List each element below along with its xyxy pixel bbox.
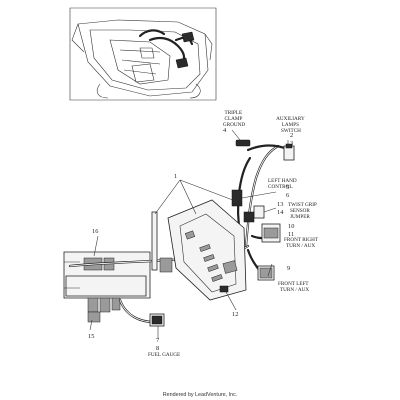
callout-16: 16 (92, 228, 98, 235)
callout-14: 14 (277, 209, 284, 216)
label-twist-grip: TWIST GRIP SENSOR JUMPER (288, 202, 318, 220)
callout-10: 10 (288, 223, 294, 230)
callout-15: 15 (88, 333, 94, 340)
callout-12: 12 (232, 311, 238, 318)
connectors (87, 139, 295, 327)
callout-6: 6 (286, 192, 289, 199)
callout-2: 2 (290, 132, 293, 139)
callout-5: 5 (286, 184, 289, 191)
callout-1: 1 (174, 173, 177, 180)
footer-credit: Rendered by LeadVenture, Inc. (163, 392, 238, 398)
part-labels: TRIPLE CLAMP GROUND AUXILIARY LAMPS SWIT… (148, 110, 319, 358)
callout-13: 13 (277, 201, 283, 208)
overview-inset (69, 7, 217, 101)
callout-numbers: 1 2 3 4 5 6 7 8 9 10 11 12 13 14 15 16 (88, 127, 294, 352)
label-front-right: FRONT RIGHT TURN / AUX (284, 237, 319, 249)
callout-3: 3 (290, 140, 293, 147)
label-front-left: FRONT LEFT TURN / AUX (278, 281, 310, 293)
label-triple-clamp: TRIPLE CLAMP GROUND (223, 110, 245, 128)
callout-7: 7 (156, 337, 160, 344)
callout-9: 9 (287, 265, 290, 272)
callout-11: 11 (288, 231, 294, 238)
leader-lines (89, 129, 289, 338)
label-aux-lamps: AUXILIARY LAMPS SWITCH (276, 116, 306, 134)
callout-4: 4 (223, 127, 227, 134)
fixture-bracket (63, 251, 151, 313)
label-fuel-gauge: FUEL GAUGE (148, 352, 180, 358)
connector-plate (159, 199, 247, 301)
label-left-hand: LEFT HAND CONTROL (268, 178, 298, 190)
callout-8: 8 (156, 345, 159, 352)
